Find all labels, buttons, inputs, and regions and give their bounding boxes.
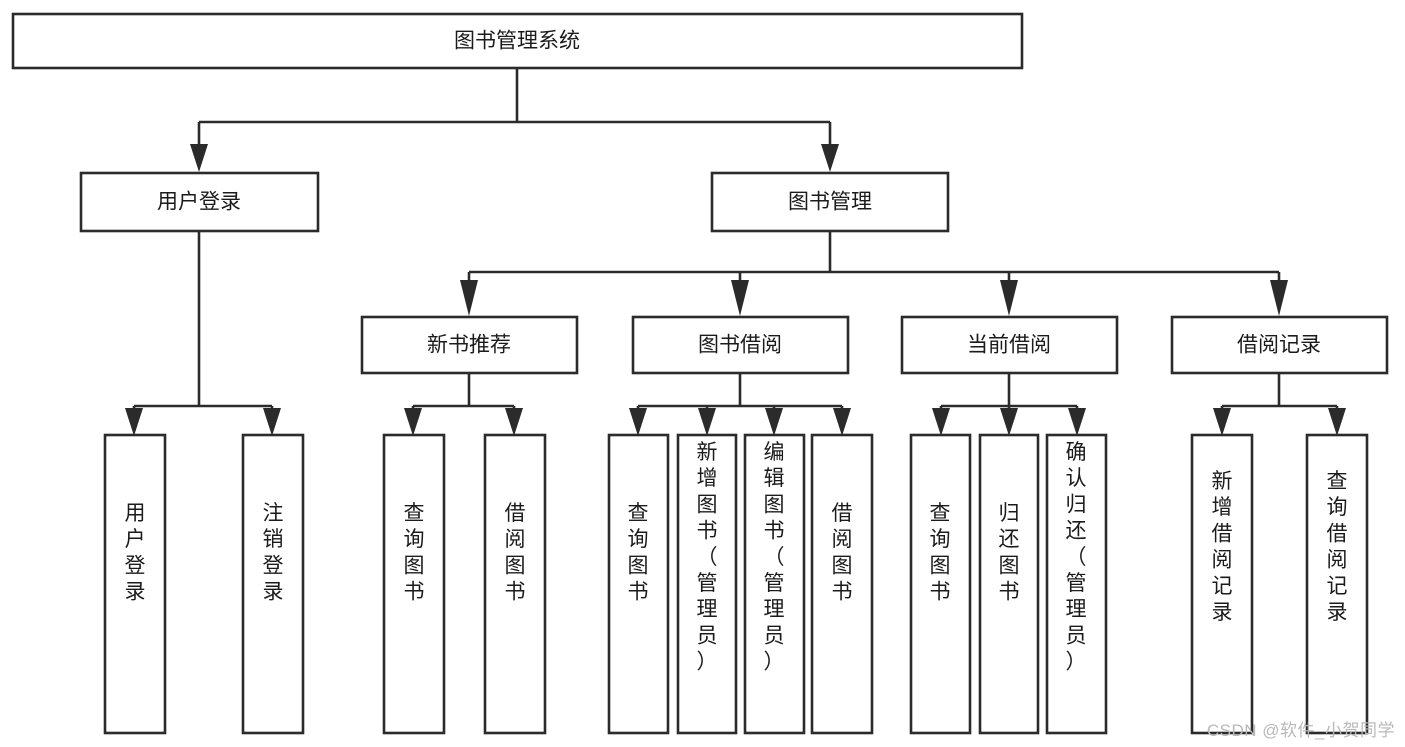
arrow-head-leaf-borrow-book-1 — [505, 408, 523, 436]
node-leaf-user-login-box[interactable] — [103, 433, 167, 735]
node-book-management-label: 图书管理 — [788, 191, 872, 214]
node-leaf-add-book-box[interactable] — [676, 433, 738, 735]
node-leaf-query-book-2-label: 查询图书 — [628, 502, 649, 604]
node-leaf-user-logout-label: 注销登录 — [263, 502, 284, 604]
arrow-head-leaf-borrow-book-2 — [833, 408, 851, 436]
node-current-borrow-label: 当前借阅 — [967, 334, 1051, 357]
node-leaf-query-book-3[interactable]: 查询图书 — [909, 433, 972, 735]
node-leaf-query-book-1[interactable]: 查询图书 — [382, 433, 446, 735]
node-new-book-recommend-label: 新书推荐 — [427, 334, 511, 357]
node-leaf-borrow-book-2-box[interactable] — [810, 433, 874, 735]
node-book-management-box[interactable] — [710, 171, 950, 233]
node-leaf-user-logout[interactable]: 注销登录 — [241, 433, 305, 735]
node-leaf-confirm-return-box[interactable] — [1045, 433, 1108, 735]
connector-group-book-borrow — [629, 373, 851, 436]
node-root-label: 图书管理系统 — [454, 30, 580, 53]
node-user-login-label: 用户登录 — [157, 191, 241, 214]
arrow-head-leaf-user-logout — [263, 408, 281, 436]
node-user-login[interactable]: 用户登录 — [79, 171, 320, 233]
node-leaf-confirm-return[interactable]: 确认归还（管理员） — [1045, 433, 1108, 735]
node-leaf-borrow-book-1-box[interactable] — [483, 433, 547, 735]
node-leaf-edit-book-box[interactable] — [743, 433, 806, 735]
node-leaf-query-book-2[interactable]: 查询图书 — [607, 433, 670, 735]
connector-group-new-book-recommend — [404, 373, 523, 436]
node-new-book-recommend[interactable]: 新书推荐 — [360, 315, 579, 375]
node-leaf-query-record-box[interactable] — [1305, 433, 1369, 735]
node-leaf-return-book[interactable]: 归还图书 — [978, 433, 1040, 735]
node-current-borrow[interactable]: 当前借阅 — [900, 315, 1119, 375]
node-borrow-record-box[interactable] — [1170, 315, 1389, 375]
arrow-head-borrow-record — [1270, 280, 1288, 316]
node-leaf-query-book-3-label: 查询图书 — [930, 502, 951, 604]
node-borrow-record-label: 借阅记录 — [1237, 334, 1321, 357]
node-leaf-query-book-3-box[interactable] — [909, 433, 972, 735]
connector-group-book-management — [460, 231, 1288, 316]
node-leaf-borrow-book-1[interactable]: 借阅图书 — [483, 433, 547, 735]
node-user-login-box[interactable] — [79, 171, 320, 233]
arrow-head-leaf-add-record — [1213, 408, 1231, 436]
node-leaf-add-record[interactable]: 新增借阅记录 — [1190, 433, 1254, 735]
watermark: CSDN @软件_小贺同学 — [1206, 721, 1395, 740]
node-new-book-recommend-box[interactable] — [360, 315, 579, 375]
node-leaf-add-book-label: 新增图书（管理员） — [697, 441, 718, 674]
node-book-borrow[interactable]: 图书借阅 — [631, 315, 850, 375]
node-leaf-query-book-1-label: 查询图书 — [404, 502, 425, 604]
connector-group-current-borrow — [932, 373, 1086, 436]
node-leaf-borrow-book-2[interactable]: 借阅图书 — [810, 433, 874, 735]
node-book-management[interactable]: 图书管理 — [710, 171, 950, 233]
arrow-head-leaf-query-record — [1328, 408, 1346, 436]
arrow-head-leaf-add-book — [698, 408, 716, 436]
node-leaf-user-login-label: 用户登录 — [125, 502, 146, 604]
arrow-head-book-borrow — [731, 280, 749, 316]
arrow-head-leaf-query-book-2 — [629, 408, 647, 436]
node-leaf-user-login[interactable]: 用户登录 — [103, 433, 167, 735]
arrow-head-user-login — [190, 144, 208, 172]
node-root[interactable]: 图书管理系统 — [11, 12, 1024, 70]
node-book-borrow-label: 图书借阅 — [698, 334, 782, 357]
arrow-head-leaf-query-book-3 — [932, 408, 950, 436]
arrow-head-book-management — [821, 144, 839, 172]
connector-group-borrow-record — [1213, 373, 1346, 436]
node-leaf-add-book[interactable]: 新增图书（管理员） — [676, 433, 738, 735]
node-leaf-query-book-1-box[interactable] — [382, 433, 446, 735]
arrow-head-current-borrow — [1000, 280, 1018, 316]
arrow-head-leaf-user-login — [125, 408, 143, 436]
node-leaf-edit-book[interactable]: 编辑图书（管理员） — [743, 433, 806, 735]
node-leaf-query-record[interactable]: 查询借阅记录 — [1305, 433, 1369, 735]
connector-group-root — [190, 68, 839, 172]
node-leaf-return-book-label: 归还图书 — [999, 502, 1020, 604]
node-current-borrow-box[interactable] — [900, 315, 1119, 375]
node-leaf-query-book-2-box[interactable] — [607, 433, 670, 735]
node-leaf-query-record-label: 查询借阅记录 — [1327, 470, 1348, 624]
arrow-head-leaf-query-book-1 — [404, 408, 422, 436]
node-leaf-borrow-book-1-label: 借阅图书 — [505, 502, 526, 604]
arrow-head-leaf-edit-book — [765, 408, 783, 436]
arrow-head-leaf-confirm-return — [1068, 408, 1086, 436]
arrow-head-leaf-return-book — [1000, 408, 1018, 436]
node-leaf-add-record-box[interactable] — [1190, 433, 1254, 735]
connector-group-user-login — [125, 231, 281, 436]
node-book-borrow-box[interactable] — [631, 315, 850, 375]
node-leaf-borrow-book-2-label: 借阅图书 — [832, 502, 853, 604]
node-leaf-edit-book-label: 编辑图书（管理员） — [764, 441, 785, 674]
node-leaf-add-record-label: 新增借阅记录 — [1212, 470, 1233, 624]
arrow-head-new-book-recommend — [460, 280, 478, 316]
node-root-box[interactable] — [11, 12, 1024, 70]
node-leaf-return-book-box[interactable] — [978, 433, 1040, 735]
node-leaf-confirm-return-label: 确认归还（管理员） — [1066, 441, 1087, 674]
node-borrow-record[interactable]: 借阅记录 — [1170, 315, 1389, 375]
node-leaf-user-logout-box[interactable] — [241, 433, 305, 735]
